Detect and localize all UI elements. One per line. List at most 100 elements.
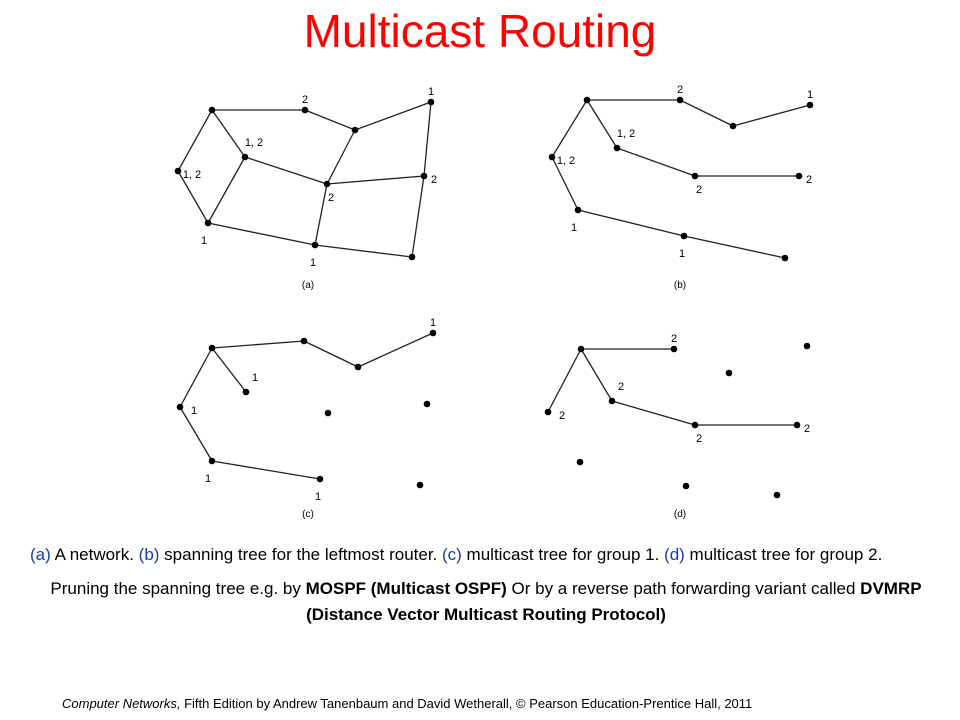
group-label: 2 [431, 174, 437, 186]
router-node [676, 96, 684, 104]
router-node [204, 219, 212, 227]
router-node [423, 400, 431, 408]
router-node [577, 345, 585, 353]
router-node [691, 421, 699, 429]
group-label: 1 [310, 257, 316, 269]
router-node [680, 232, 688, 240]
router-node [682, 482, 690, 490]
caption-label-a: (a) [30, 545, 51, 564]
link-edge [211, 460, 321, 480]
router-node [316, 475, 324, 483]
panel-label: (c) [302, 509, 314, 520]
caption-text-c: multicast tree for group 1. [461, 545, 665, 564]
router-node [324, 409, 332, 417]
group-label: 1, 2 [557, 155, 575, 167]
pruning-text-1: Pruning the spanning tree e.g. by [50, 579, 306, 598]
caption-label-d: (d) [664, 545, 685, 564]
link-edge [354, 101, 432, 131]
group-label: 2 [804, 423, 810, 435]
caption-line: (a) A network. (b) spanning tree for the… [30, 542, 942, 568]
link-edge [207, 222, 316, 246]
router-node [416, 481, 424, 489]
group-label: 2 [677, 84, 683, 96]
router-node [793, 421, 801, 429]
link-edge [304, 109, 356, 131]
link-edge [586, 99, 618, 149]
link-edge [411, 175, 425, 258]
router-node [208, 106, 216, 114]
link-edge [326, 129, 356, 185]
link-edge [211, 347, 247, 393]
group-label: 2 [671, 333, 677, 345]
group-label: 2 [328, 192, 334, 204]
router-node [806, 101, 814, 109]
caption-label-c: (c) [442, 545, 462, 564]
router-node [323, 180, 331, 188]
group-label: 2 [806, 174, 812, 186]
router-node [242, 388, 250, 396]
group-label: 1 [571, 222, 577, 234]
pruning-paragraph: Pruning the spanning tree e.g. by MOSPF … [30, 576, 942, 628]
link-edge [177, 109, 213, 172]
router-node [795, 172, 803, 180]
link-edge [683, 235, 786, 259]
router-node [608, 397, 616, 405]
pruning-text-2: Or by a reverse path forwarding variant … [506, 579, 861, 598]
panel-label: (b) [674, 280, 686, 291]
router-node [208, 344, 216, 352]
link-edge [577, 209, 685, 237]
router-node [574, 206, 582, 214]
router-node [583, 96, 591, 104]
link-edge [314, 183, 328, 246]
link-edge [732, 104, 811, 127]
group-label: 1 [201, 235, 207, 247]
router-node [729, 122, 737, 130]
link-edge [326, 175, 425, 185]
router-node [576, 458, 584, 466]
group-label: 1 [252, 372, 258, 384]
mospf-term: MOSPF (Multicast OSPF) [305, 579, 507, 598]
link-edge [547, 348, 582, 413]
link-edge [423, 101, 432, 177]
link-edge [580, 348, 613, 402]
router-node [429, 329, 437, 337]
router-node [241, 153, 249, 161]
link-edge [679, 99, 734, 127]
router-node [174, 167, 182, 175]
caption-label-b: (b) [138, 545, 160, 564]
link-edge [179, 347, 213, 408]
group-label: 1 [807, 89, 813, 101]
group-label: 1, 2 [617, 128, 635, 140]
link-edge [551, 156, 579, 211]
link-edge [551, 99, 588, 158]
dvmrp-term: DVMRP (Distance Vector Multicast Routing… [306, 579, 922, 624]
router-node [670, 345, 678, 353]
link-edge [179, 406, 213, 462]
router-node [773, 491, 781, 499]
router-node [420, 172, 428, 180]
router-node [408, 253, 416, 261]
router-node [301, 106, 309, 114]
caption-text-a: A network. [50, 545, 139, 564]
group-label: 1 [315, 491, 321, 503]
figure-caption: (a) A network. (b) spanning tree for the… [30, 542, 942, 628]
footer-rest: Fifth Edition by Andrew Tanenbaum and Da… [180, 696, 753, 711]
router-node [613, 144, 621, 152]
group-label: 2 [696, 433, 702, 445]
group-label: 2 [696, 184, 702, 196]
group-label: 1 [191, 405, 197, 417]
router-node [725, 369, 733, 377]
link-edge [207, 156, 246, 224]
link-edge [616, 147, 696, 177]
panel-b: 2 1 1, 2 1, 2 2 2 1 1 (b) [548, 84, 814, 291]
group-label: 1 [679, 248, 685, 260]
link-edge [314, 244, 413, 258]
link-edge [357, 332, 434, 368]
link-edge [244, 156, 328, 185]
caption-text-d: multicast tree for group 2. [684, 545, 883, 564]
group-label: 1, 2 [245, 137, 263, 149]
